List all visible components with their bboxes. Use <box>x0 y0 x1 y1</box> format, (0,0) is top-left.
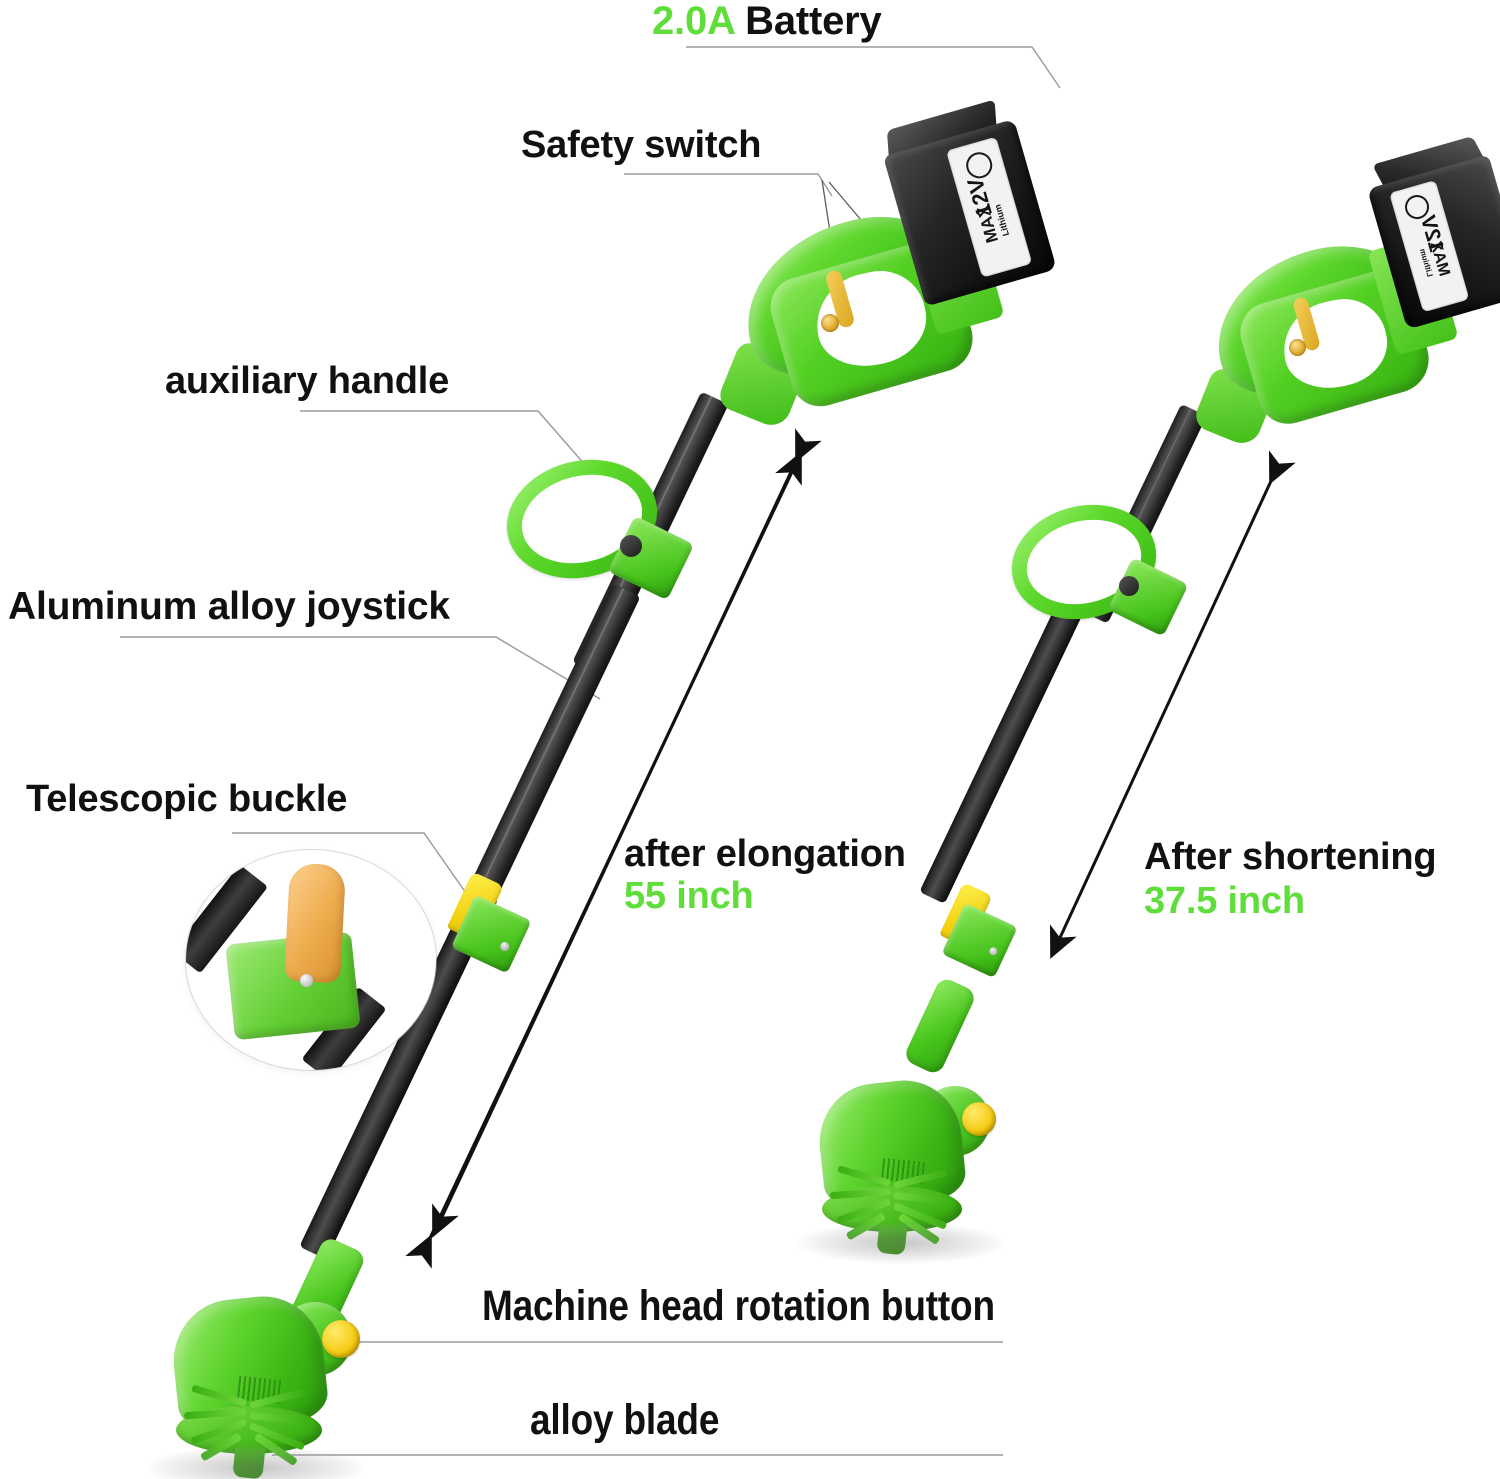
auxiliary-handle-knob-right[interactable] <box>1119 576 1139 596</box>
machine-head-rotation-button-right[interactable] <box>962 1102 996 1136</box>
trimmer-head-right <box>796 1050 1060 1270</box>
measurement-shortened-value: 37.5 inch <box>1144 879 1305 922</box>
inset-buckle-screw <box>300 974 313 987</box>
auxiliary-handle-knob[interactable] <box>620 535 642 557</box>
callout-auxiliary-handle-label: auxiliary handle <box>165 360 450 402</box>
callout-safety-switch-label: Safety switch <box>521 124 762 166</box>
measurement-elongated-value: 55 inch <box>624 874 754 917</box>
callout-auxiliary-handle: auxiliary handle <box>165 360 450 402</box>
head-ground-shadow-right <box>796 1222 1006 1264</box>
callout-battery-value: 2.0A <box>652 0 735 43</box>
machine-head-rotation-button[interactable] <box>322 1320 360 1358</box>
callout-machine-head-rotation-label: Machine head rotation button <box>482 1282 995 1330</box>
callout-battery-label: Battery <box>745 0 882 43</box>
callout-safety-switch: Safety switch <box>521 124 762 166</box>
handle-assembly-right <box>1191 185 1495 450</box>
leader-aluminum-joystick <box>120 636 601 700</box>
trimmer-head-left <box>146 1235 420 1479</box>
safety-switch-button-right[interactable] <box>1289 339 1306 356</box>
auxiliary-handle-left[interactable] <box>494 444 710 615</box>
auxiliary-handle-right[interactable] <box>999 490 1205 650</box>
measurement-elongated: after elongation 55 inch <box>624 833 906 917</box>
mid-shaft-left <box>471 583 641 895</box>
leader-battery <box>686 46 1061 89</box>
callout-aluminum-joystick-label: Aluminum alloy joystick <box>8 585 450 628</box>
callout-aluminum-joystick: Aluminum alloy joystick <box>8 585 450 628</box>
callout-battery: 2.0A Battery <box>652 0 882 42</box>
callout-telescopic-buckle-label: Telescopic buckle <box>26 778 348 820</box>
callout-telescopic-buckle: Telescopic buckle <box>26 778 348 820</box>
head-ground-shadow <box>146 1446 366 1479</box>
measurement-shortened-title: After shortening <box>1144 836 1437 878</box>
callout-machine-head-rotation: Machine head rotation button <box>482 1282 995 1330</box>
safety-switch-button[interactable] <box>821 314 839 332</box>
handle-assembly-left <box>715 150 1040 431</box>
telescopic-buckle-detail-inset <box>186 850 436 1070</box>
measurement-elongated-title: after elongation <box>624 833 906 875</box>
callout-alloy-blade: alloy blade <box>530 1396 720 1444</box>
measurement-shortened: After shortening 37.5 inch <box>1144 836 1437 922</box>
inset-buckle-lever[interactable] <box>284 862 347 984</box>
callout-alloy-blade-label: alloy blade <box>530 1396 720 1444</box>
